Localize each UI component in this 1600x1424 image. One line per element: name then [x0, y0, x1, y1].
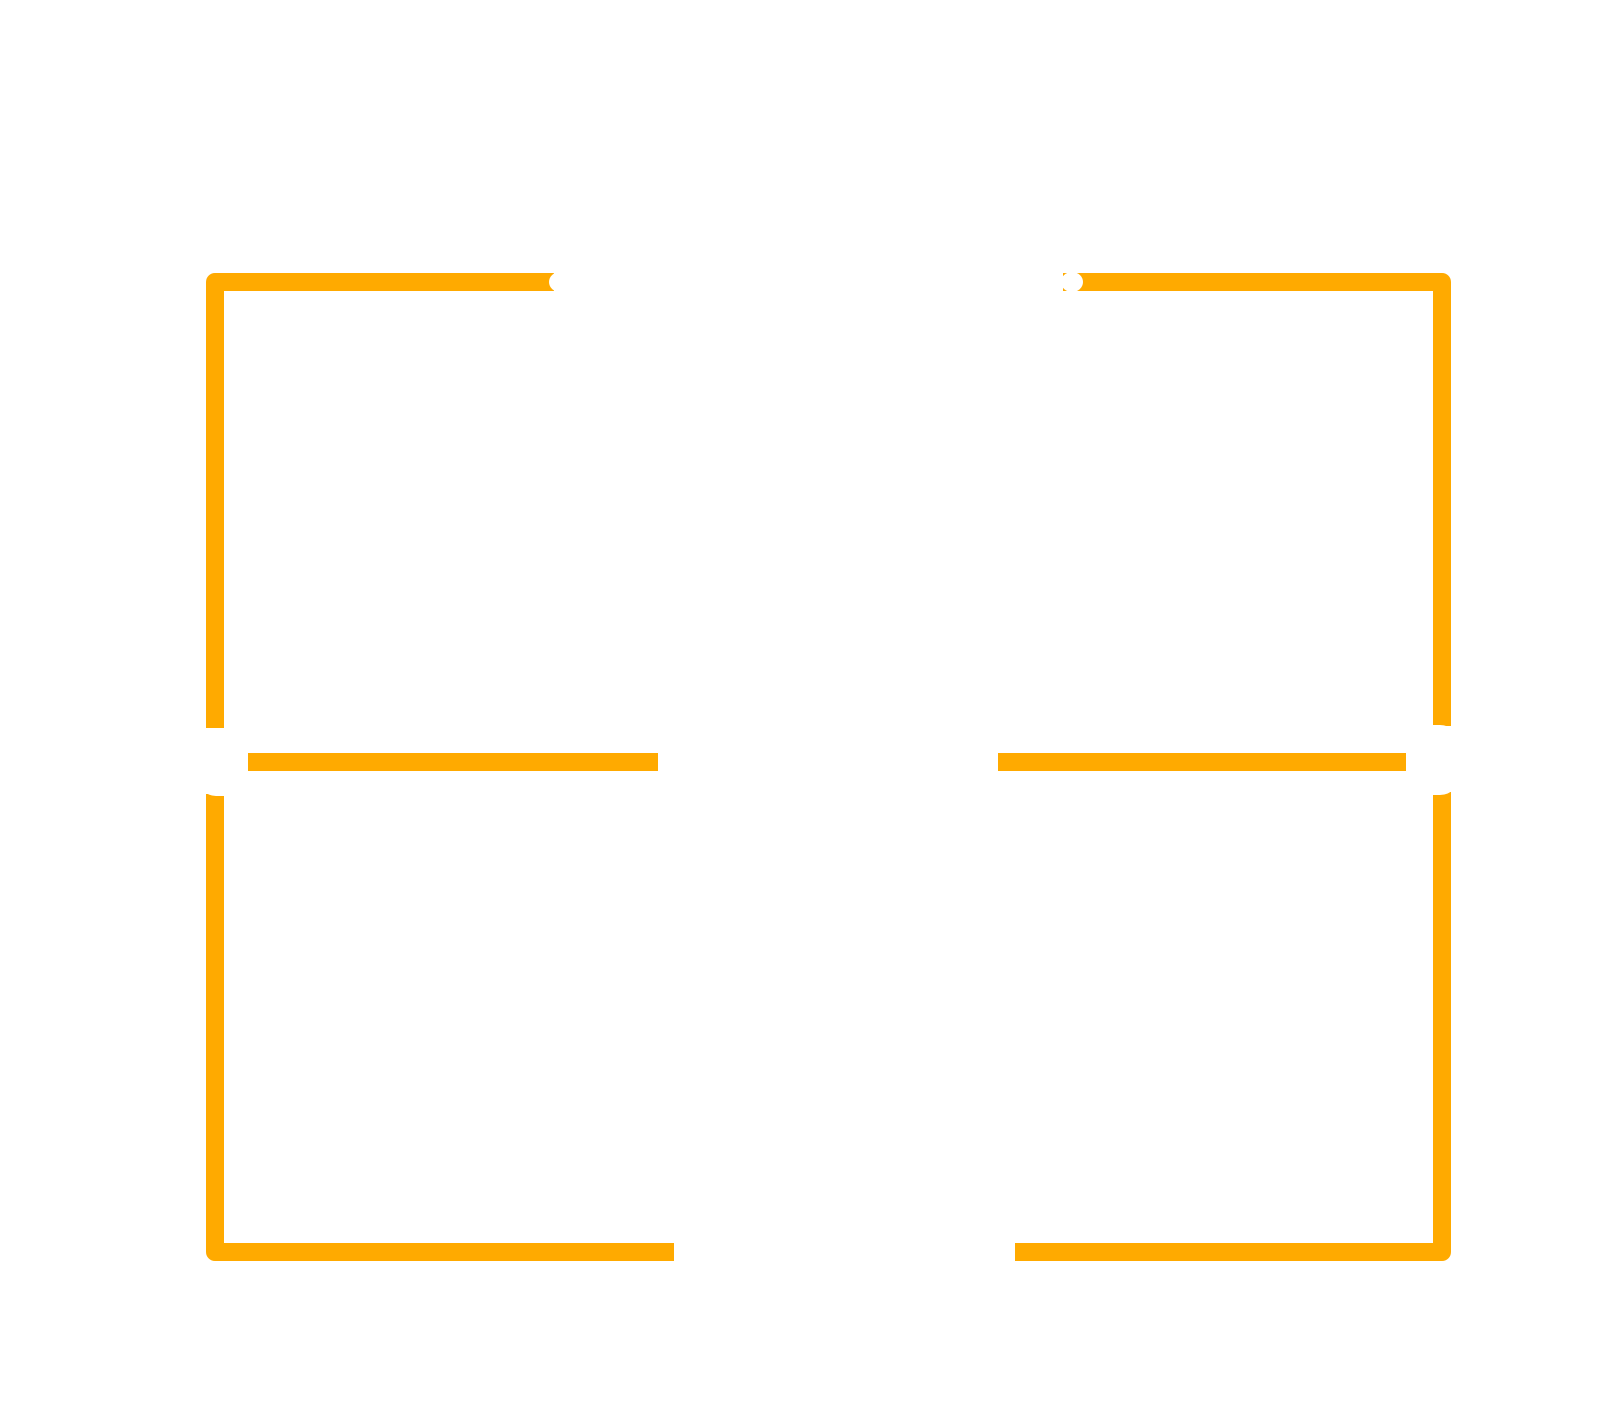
node-top-left — [549, 272, 571, 292]
node-middle-left — [198, 728, 248, 796]
frame-bottom-left-segment — [206, 794, 674, 1261]
frame-top-right-segment — [1063, 273, 1451, 726]
frame-top-left-segment — [206, 273, 554, 728]
node-top-right — [1061, 272, 1083, 292]
node-middle-right — [1406, 725, 1460, 795]
frame-bottom-right-segment — [1015, 792, 1451, 1261]
